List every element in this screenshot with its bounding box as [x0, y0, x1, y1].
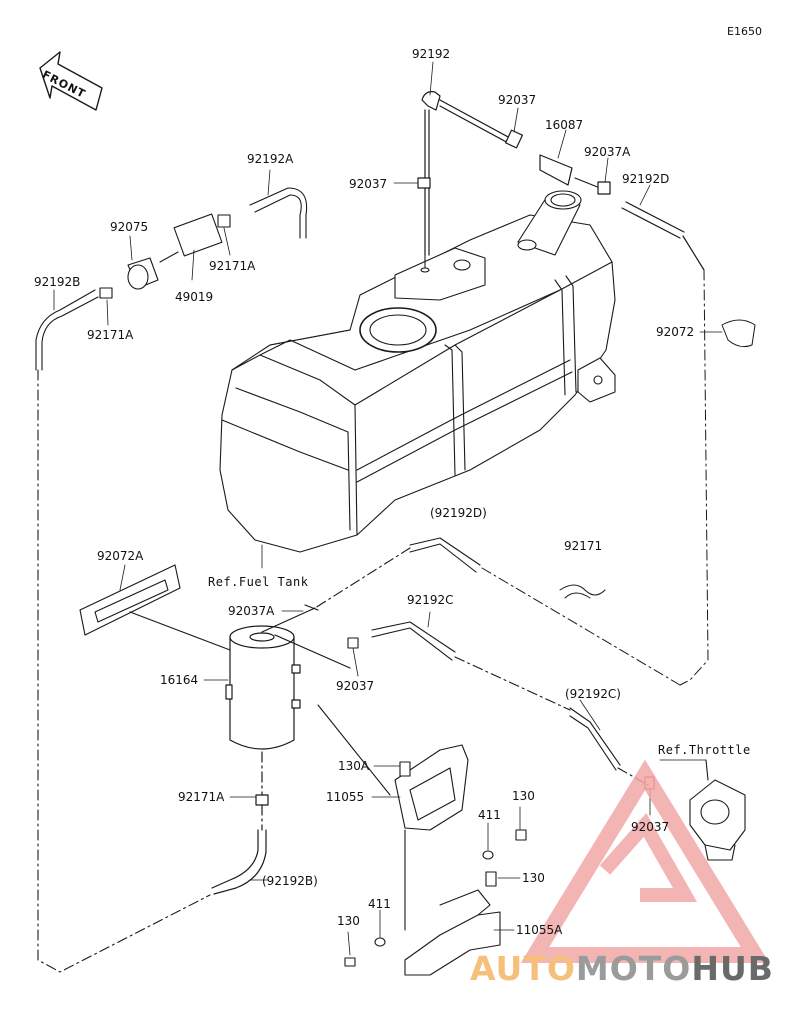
- part-label-92192C: 92192C: [407, 593, 454, 607]
- part-label-92192B: 92192B: [34, 275, 81, 289]
- filter-assembly: [127, 187, 308, 290]
- part-label-16164: 16164: [160, 673, 199, 687]
- throttle-body: [689, 759, 746, 861]
- part-label-130: 130: [337, 914, 360, 928]
- part-label-92072: 92072: [656, 325, 695, 339]
- watermark-logo: [520, 759, 770, 963]
- part-label-130: 130: [512, 789, 535, 803]
- part-label-92192A: 92192A: [247, 152, 294, 166]
- part-label-92037: 92037: [631, 820, 670, 834]
- part-label-16087: 16087: [545, 118, 584, 132]
- hose-path-right: [679, 269, 709, 686]
- vent-hose-top: [417, 91, 705, 271]
- watermark-text: AUTOMOTOHUB: [470, 952, 774, 986]
- canister-16164: [211, 604, 351, 895]
- ref-throttle: Ref.Throttle: [658, 743, 751, 757]
- part-label-92192D: 92192D: [622, 172, 670, 186]
- part-label-49019: 49019: [175, 290, 214, 304]
- part-label-92171A: 92171A: [209, 259, 256, 273]
- leader-lines: [53, 61, 723, 956]
- part-label-92171: 92171: [564, 539, 603, 553]
- front-arrow-icon: [39, 51, 103, 111]
- part-label-130: 130: [522, 871, 545, 885]
- strap-92072A: [79, 564, 231, 651]
- hose-92192C: [347, 621, 649, 786]
- part-label-130A: 130A: [338, 759, 370, 773]
- diagram-code: E1650: [727, 25, 762, 38]
- hose-92192B: [35, 287, 211, 973]
- part-label-92192D-b: (92192D): [430, 506, 487, 520]
- bracket-11055: [317, 704, 469, 931]
- part-label-411: 411: [478, 808, 501, 822]
- fuel-tank: [219, 190, 616, 553]
- part-label-411: 411: [368, 897, 391, 911]
- part-label-92037: 92037: [498, 93, 537, 107]
- part-label-92192C-b: (92192C): [565, 687, 621, 701]
- part-label-92075: 92075: [110, 220, 149, 234]
- part-label-92192: 92192: [412, 47, 451, 61]
- part-label-92037A: 92037A: [584, 145, 631, 159]
- spring-clip-92171: [559, 584, 606, 599]
- clamp-92072: [721, 319, 756, 348]
- part-label-92037: 92037: [349, 177, 388, 191]
- hose-92192D-lower: [314, 537, 481, 609]
- part-label-92072A: 92072A: [97, 549, 144, 563]
- part-label-11055: 11055: [326, 790, 365, 804]
- watermark-part-2: MOTO: [575, 949, 692, 988]
- part-label-92171A: 92171A: [178, 790, 225, 804]
- watermark-part-3: HUB: [691, 949, 774, 988]
- part-label-92037: 92037: [336, 679, 375, 693]
- part-label-92171A: 92171A: [87, 328, 134, 342]
- bracket-11055A: [344, 829, 527, 976]
- ref-fuel-tank: Ref.Fuel Tank: [208, 575, 309, 589]
- watermark-part-1: AUTO: [470, 949, 576, 988]
- part-label-92192B-b: (92192B): [262, 874, 318, 888]
- part-label-92037A: 92037A: [228, 604, 275, 618]
- part-label-11055A: 11055A: [516, 923, 563, 937]
